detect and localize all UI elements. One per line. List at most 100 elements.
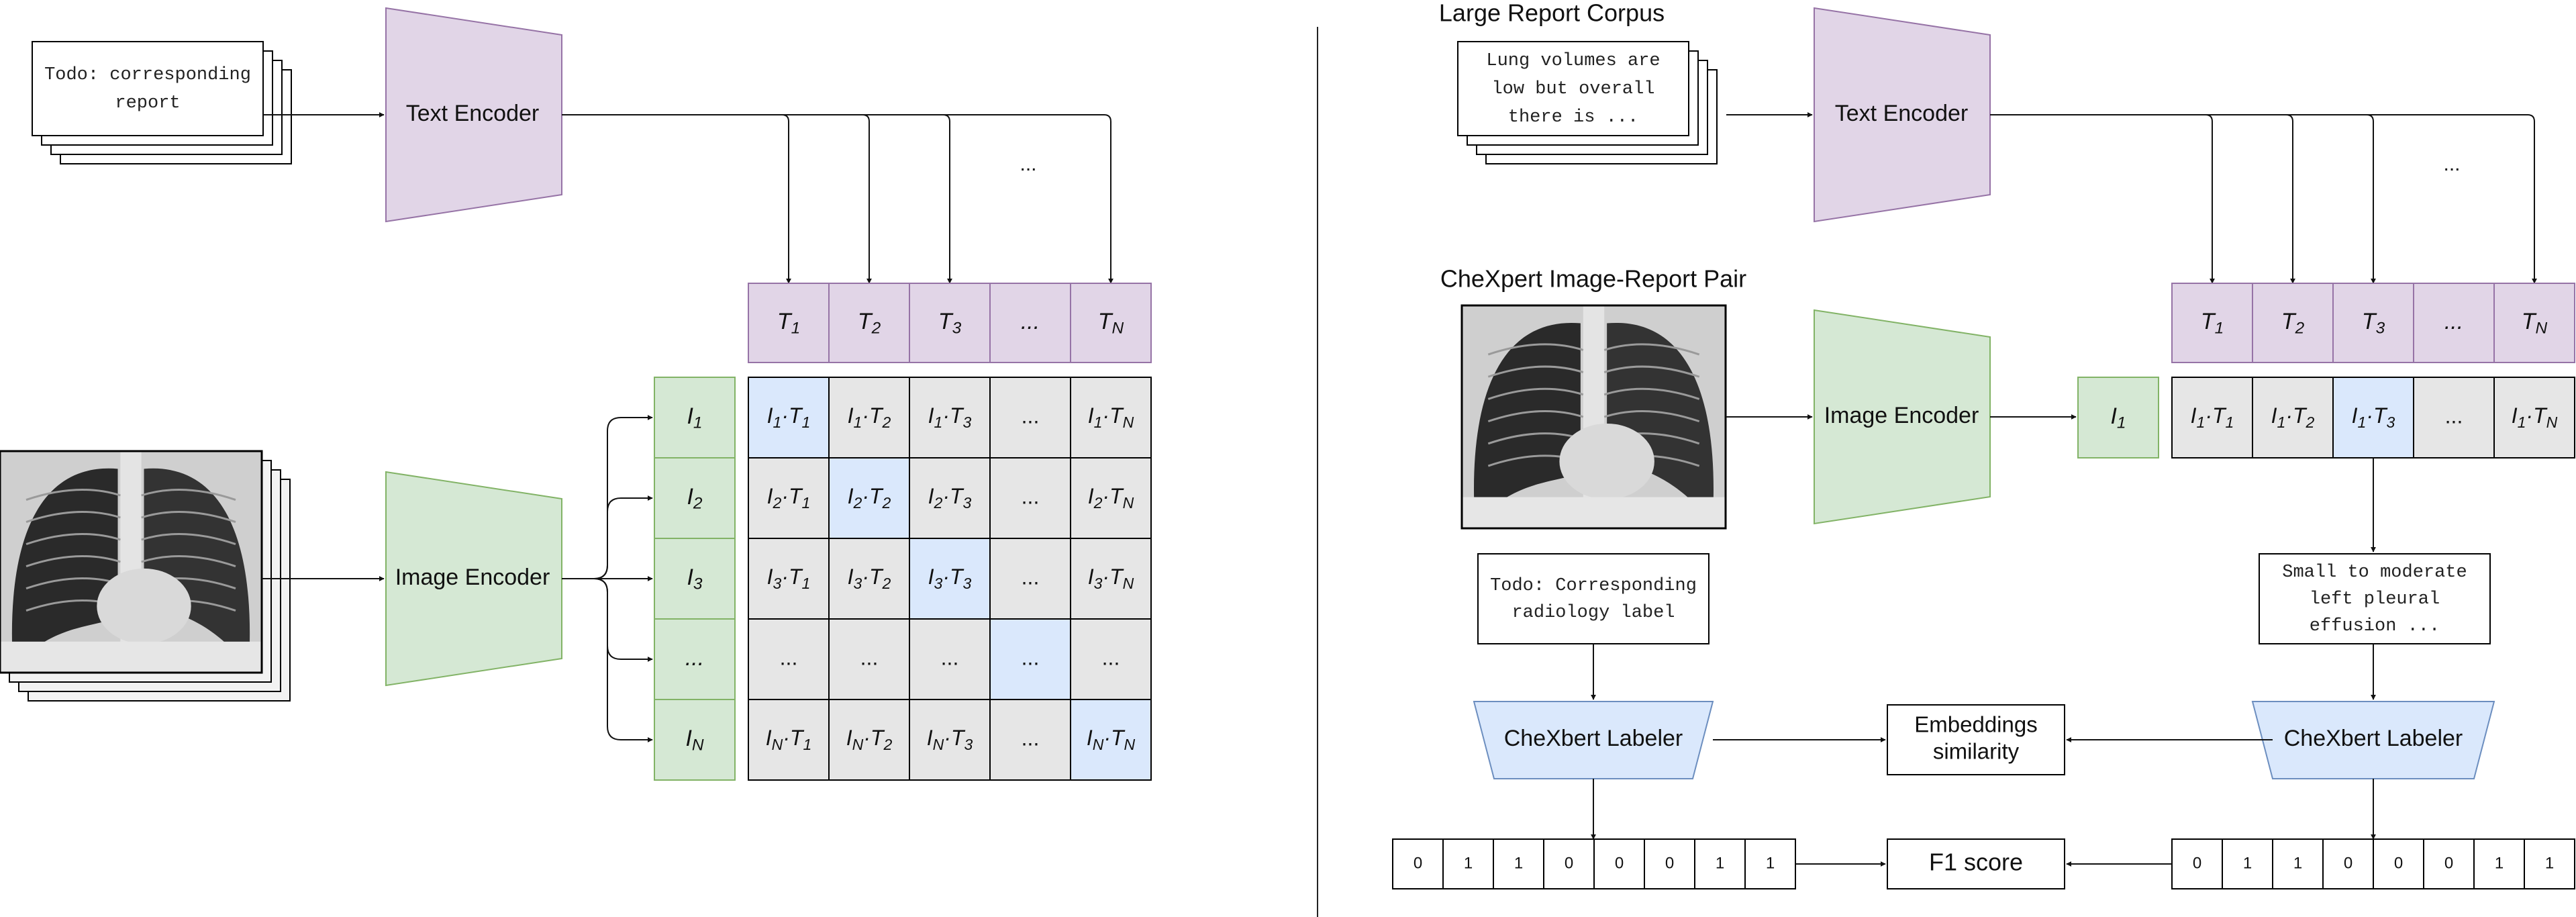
image-embedding-box (654, 699, 736, 781)
similarity-cell (909, 377, 991, 458)
left-label-vector-cell (1644, 838, 1695, 889)
right-label-vector-cell (2322, 838, 2374, 889)
arrow-encoder-to-I (562, 495, 653, 579)
corpus-title: Large Report Corpus (1439, 0, 1665, 27)
text-embedding-box (828, 283, 910, 363)
right-text-embedding-label: T2 (2281, 309, 2305, 338)
right-image-encoder-label: Image Encoder (1824, 403, 1979, 428)
similarity-value: I2·TN (1088, 484, 1134, 512)
left-label-vector-value: 0 (1565, 854, 1573, 872)
similarity-value: ... (1022, 565, 1040, 589)
xray-rib (1487, 365, 1584, 378)
image-embedding-label: ... (685, 645, 704, 671)
left-labeler-shape (1473, 701, 1714, 779)
right-similarity-value: I1·T3 (2352, 403, 2395, 431)
todo-label-text-line: radiology label (1512, 603, 1675, 623)
retrieved-report-text-line: left pleural (2310, 589, 2440, 610)
right-text-embedding-label: ... (2444, 309, 2463, 334)
right-label-vector-value: 0 (2344, 854, 2352, 872)
right-label-vector-value: 1 (2545, 854, 2554, 872)
arrow-encoder-to-I (562, 578, 653, 742)
image-embedding-label: IN (685, 726, 703, 755)
left-label-vector-cell (1744, 838, 1796, 889)
similarity-value: I3·T2 (848, 565, 891, 592)
right-label-vector-value: 0 (2193, 854, 2201, 872)
right-label-vector-value: 0 (2444, 854, 2453, 872)
xray-rib (141, 489, 236, 501)
xray-heart (97, 568, 191, 644)
image-embedding-label: I2 (687, 484, 702, 513)
text-embedding-label: T3 (938, 309, 962, 338)
embeddings-similarity-text-line: Embeddings (1914, 712, 2037, 737)
similarity-value: ... (1022, 726, 1040, 750)
image-embedding-box (654, 618, 736, 700)
arrow-right-text-to-T2 (2285, 114, 2295, 284)
right-text-embedding-box (2332, 283, 2414, 363)
f1-score-label: F1 score (1929, 849, 2023, 876)
right-branch-ellipsis: ... (2443, 153, 2460, 175)
xray-rib (26, 555, 121, 568)
xray-frame (0, 450, 263, 674)
similarity-value: IN·T1 (766, 726, 812, 753)
arrow-right-text-to-TN (1990, 114, 2537, 284)
similarity-cell-diagonal (828, 457, 910, 539)
xray-rib (26, 533, 121, 546)
text-encoder-label: Text Encoder (406, 101, 539, 126)
left-label-vector-cell (1493, 838, 1544, 889)
left-label-vector-value: 1 (1766, 854, 1775, 872)
right-text-encoder-shape (1814, 7, 1991, 223)
similarity-value: I1·TN (1088, 403, 1134, 431)
right-similarity-value: ... (2445, 403, 2463, 428)
right-similarity-cell (2493, 377, 2575, 458)
xray-rib (26, 489, 121, 501)
arrow-text-to-TN (562, 114, 1113, 284)
image-embedding-label: I3 (687, 565, 702, 593)
similarity-cell (1070, 538, 1152, 620)
similarity-value: I3·T1 (767, 565, 811, 592)
image-encoder-label: Image Encoder (395, 565, 550, 590)
left-label-vector-value: 1 (1514, 854, 1523, 872)
similarity-value: IN·T2 (846, 726, 893, 753)
text-embedding-box (989, 283, 1071, 363)
similarity-cell (989, 377, 1071, 458)
corpus-text-line: Lung volumes are (1486, 51, 1660, 71)
right-text-embedding-box (2252, 283, 2334, 363)
text-embedding-label: ... (1021, 309, 1040, 334)
similarity-cell (1070, 457, 1152, 539)
xray-rib (1603, 343, 1700, 356)
report-text-line: report (115, 93, 180, 113)
right-label-vector-cell (2222, 838, 2273, 889)
similarity-value: I1·T2 (848, 403, 891, 431)
right-text-encoder-label: Text Encoder (1835, 101, 1968, 126)
f1-score-box (1887, 838, 2065, 889)
right-label-vector-cell (2373, 838, 2424, 889)
similarity-cell (828, 699, 910, 781)
right-image-embedding-box (2077, 377, 2159, 458)
similarity-cell (1070, 377, 1152, 458)
right-label-vector-cell (2473, 838, 2525, 889)
left-label-vector-cell (1442, 838, 1494, 889)
left-label-vector-value: 0 (1414, 854, 1422, 872)
arrow-text-to-T3 (942, 114, 952, 284)
corpus-text-line: low but overall (1491, 79, 1654, 99)
todo-label-text-line: Todo: Corresponding (1490, 576, 1697, 596)
similarity-value: IN·T3 (927, 726, 973, 753)
right-similarity-cell-selected (2332, 377, 2414, 458)
right-similarity-value: I1·TN (2512, 403, 2558, 431)
image-encoder-shape (385, 471, 562, 687)
left-label-vector-cell (1694, 838, 1746, 889)
right-similarity-value: I1·T2 (2271, 403, 2315, 431)
similarity-value: I2·T1 (767, 484, 811, 512)
text-embedding-box (1070, 283, 1152, 363)
right-labeler-shape (2251, 701, 2495, 779)
xray-rib (141, 511, 236, 524)
pair-xray-image (1460, 304, 1727, 530)
similarity-value: I1·T1 (767, 403, 811, 431)
retrieved-report-box (2259, 553, 2491, 644)
arrow-text-to-T2 (862, 114, 872, 284)
left-label-vector-value: 1 (1464, 854, 1473, 872)
similarity-cell-diagonal (989, 618, 1071, 700)
right-similarity-value: I1·T1 (2191, 403, 2234, 431)
similarity-value: I2·T3 (928, 484, 972, 512)
